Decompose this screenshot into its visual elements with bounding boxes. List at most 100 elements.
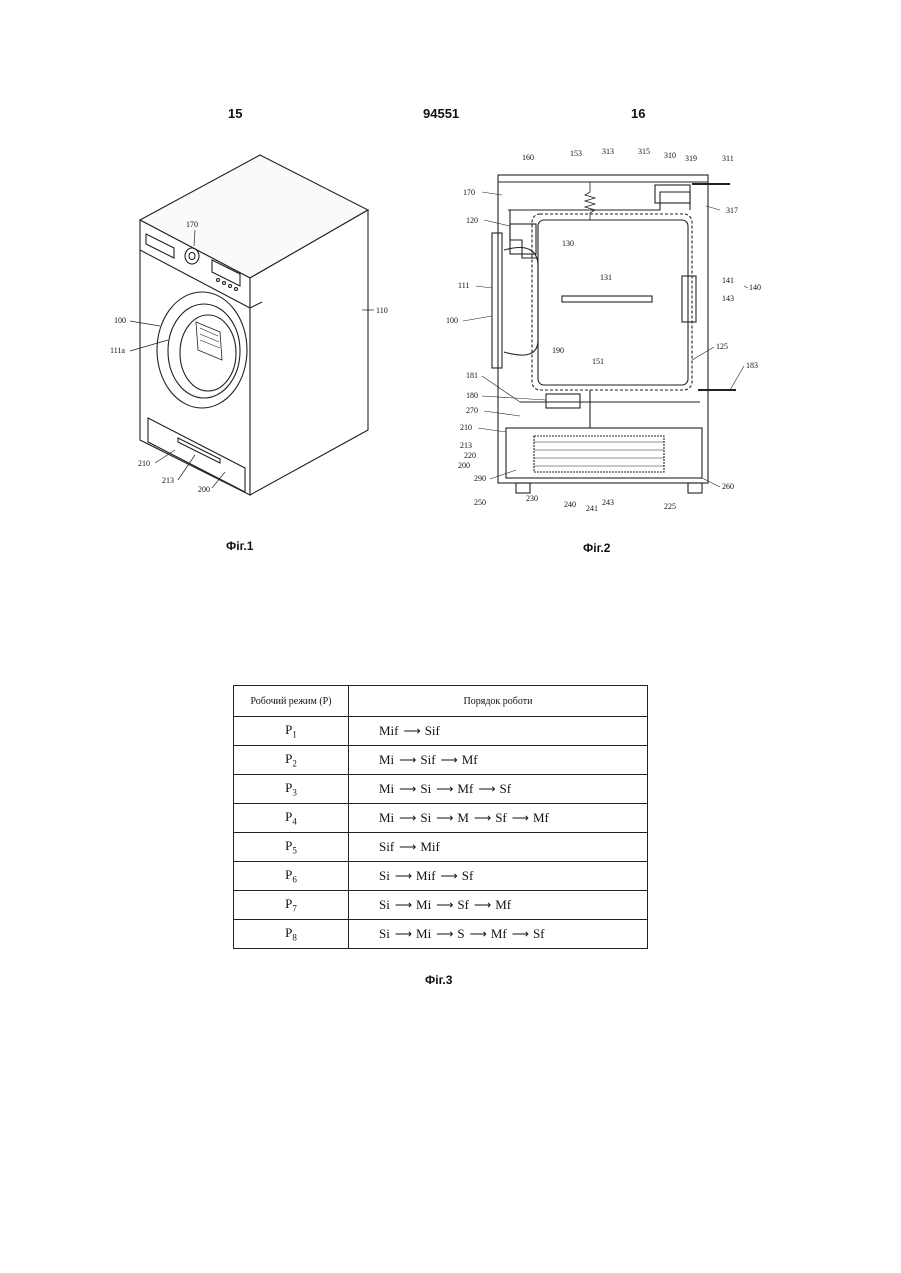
operation-order-cell: Mi⟶Si⟶Mf⟶Sf bbox=[349, 775, 648, 804]
fig1-label-213: 213 bbox=[162, 476, 174, 485]
arrow-icon: ⟶ bbox=[436, 898, 452, 913]
arrow-icon: ⟶ bbox=[395, 898, 411, 913]
fig2-label-143: 143 bbox=[722, 294, 734, 303]
fig1-label-100: 100 bbox=[114, 316, 126, 325]
fig2-label-125: 125 bbox=[716, 342, 728, 351]
mode-cell: P1 bbox=[234, 717, 349, 746]
arrow-icon: ⟶ bbox=[441, 869, 457, 884]
operation-order-cell: Si⟶Mif⟶Sf bbox=[349, 862, 648, 891]
figure-1-caption: Фіг.1 bbox=[226, 539, 253, 553]
arrow-icon: ⟶ bbox=[441, 753, 457, 768]
arrow-icon: ⟶ bbox=[436, 927, 452, 942]
mode-index: 8 bbox=[292, 933, 297, 943]
operation-step: Sf bbox=[495, 810, 507, 825]
fig2-label-140: 140 bbox=[749, 283, 761, 292]
fig2-label-225: 225 bbox=[664, 502, 676, 511]
column-header-order: Порядок роботи bbox=[349, 686, 648, 717]
fig1-label-200: 200 bbox=[198, 485, 210, 494]
operation-step: Mif bbox=[416, 868, 436, 883]
fig2-label-141: 141 bbox=[722, 276, 734, 285]
operation-step: Mi bbox=[379, 752, 394, 767]
mode-cell: P7 bbox=[234, 891, 349, 920]
operation-step: Sf bbox=[457, 897, 469, 912]
arrow-icon: ⟶ bbox=[395, 927, 411, 942]
fig2-label-180: 180 bbox=[466, 391, 478, 400]
arrow-icon: ⟶ bbox=[404, 724, 420, 739]
operation-step: Mf bbox=[457, 781, 473, 796]
fig2-label-290: 290 bbox=[474, 474, 486, 483]
operation-order-cell: Mif ⟶ Sif bbox=[349, 717, 648, 746]
fig2-label-313: 313 bbox=[602, 147, 614, 156]
fig1-label-110: 110 bbox=[376, 306, 388, 315]
fig2-label-315: 315 bbox=[638, 147, 650, 156]
fig2-label-240: 240 bbox=[564, 500, 576, 509]
operation-step: Sf bbox=[533, 926, 545, 941]
operation-step: Si bbox=[420, 781, 431, 796]
operation-mode-table: Робочий режим (P) Порядок роботи P1Mif⟶S… bbox=[233, 685, 648, 949]
operation-step: Mif bbox=[379, 723, 399, 738]
fig2-label-317: 317 bbox=[726, 206, 738, 215]
fig2-label-183: 183 bbox=[746, 361, 758, 370]
operation-order-cell: Sif⟶Mif bbox=[349, 833, 648, 862]
fig2-label-310: 310 bbox=[664, 151, 676, 160]
figure-3-caption: Фіг.3 bbox=[425, 973, 452, 987]
document-number: 94551 bbox=[423, 106, 459, 121]
operation-step: Sif bbox=[420, 752, 435, 767]
fig2-label-151: 151 bbox=[592, 357, 604, 366]
figure-1-drawing: 170 110 100 111a 210 213 200 bbox=[100, 150, 400, 510]
fig2-label-190: 190 bbox=[552, 346, 564, 355]
operation-step: Mf bbox=[495, 897, 511, 912]
fig2-label-100: 100 bbox=[446, 316, 458, 325]
operation-step: Sif bbox=[425, 723, 440, 738]
table-row: P6Si⟶Mif⟶Sf bbox=[234, 862, 648, 891]
operation-step: Mf bbox=[533, 810, 549, 825]
operation-step: Sf bbox=[500, 781, 512, 796]
fig2-label-200: 200 bbox=[458, 461, 470, 470]
fig2-label-270: 270 bbox=[466, 406, 478, 415]
arrow-icon: ⟶ bbox=[399, 811, 415, 826]
operation-step: Mi bbox=[379, 810, 394, 825]
fig2-label-153: 153 bbox=[570, 149, 582, 158]
fig2-label-120: 120 bbox=[466, 216, 478, 225]
operation-step: Mi bbox=[416, 897, 431, 912]
arrow-icon: ⟶ bbox=[399, 782, 415, 797]
arrow-icon: ⟶ bbox=[474, 898, 490, 913]
mode-index: 4 bbox=[292, 817, 297, 827]
operation-order-cell: Si ⟶ Mi ⟶ Sf ⟶ Mf bbox=[349, 891, 648, 920]
operation-step: Si bbox=[379, 926, 390, 941]
table-row: P1 Mif ⟶ Sif bbox=[234, 717, 648, 746]
mode-cell: P6 bbox=[234, 862, 349, 891]
fig2-label-241: 241 bbox=[586, 504, 598, 513]
mode-cell: P4 bbox=[234, 804, 349, 833]
mode-cell: P2 bbox=[234, 746, 349, 775]
mode-cell: P5 bbox=[234, 833, 349, 862]
fig2-label-130: 130 bbox=[562, 239, 574, 248]
fig2-label-210: 210 bbox=[460, 423, 472, 432]
operation-order-cell: Mi ⟶ Sif ⟶ Mf bbox=[349, 746, 648, 775]
arrow-icon: ⟶ bbox=[436, 811, 452, 826]
arrow-icon: ⟶ bbox=[512, 811, 528, 826]
table-row: P3Mi⟶Si⟶Mf⟶Sf bbox=[234, 775, 648, 804]
page-number-right: 16 bbox=[631, 106, 645, 121]
operation-step: Si bbox=[379, 897, 390, 912]
operation-step: Si bbox=[379, 868, 390, 883]
operation-step: Si bbox=[420, 810, 431, 825]
mode-index: 7 bbox=[292, 904, 297, 914]
page-number-left: 15 bbox=[228, 106, 242, 121]
mode-cell: P8 bbox=[234, 920, 349, 949]
fig2-label-260: 260 bbox=[722, 482, 734, 491]
fig2-label-111: 111 bbox=[458, 281, 469, 290]
table-header-row: Робочий режим (P) Порядок роботи bbox=[234, 686, 648, 717]
arrow-icon: ⟶ bbox=[399, 753, 415, 768]
mode-index: 2 bbox=[292, 759, 297, 769]
fig2-label-160: 160 bbox=[522, 153, 534, 162]
operation-step: Mf bbox=[462, 752, 478, 767]
operation-step: M bbox=[457, 810, 469, 825]
fig1-label-170: 170 bbox=[186, 220, 198, 229]
operation-step: S bbox=[457, 926, 464, 941]
fig2-label-170: 170 bbox=[463, 188, 475, 197]
mode-index: 5 bbox=[292, 846, 297, 856]
fig1-label-111a: 111a bbox=[110, 346, 125, 355]
arrow-icon: ⟶ bbox=[478, 782, 494, 797]
column-header-mode: Робочий режим (P) bbox=[234, 686, 349, 717]
